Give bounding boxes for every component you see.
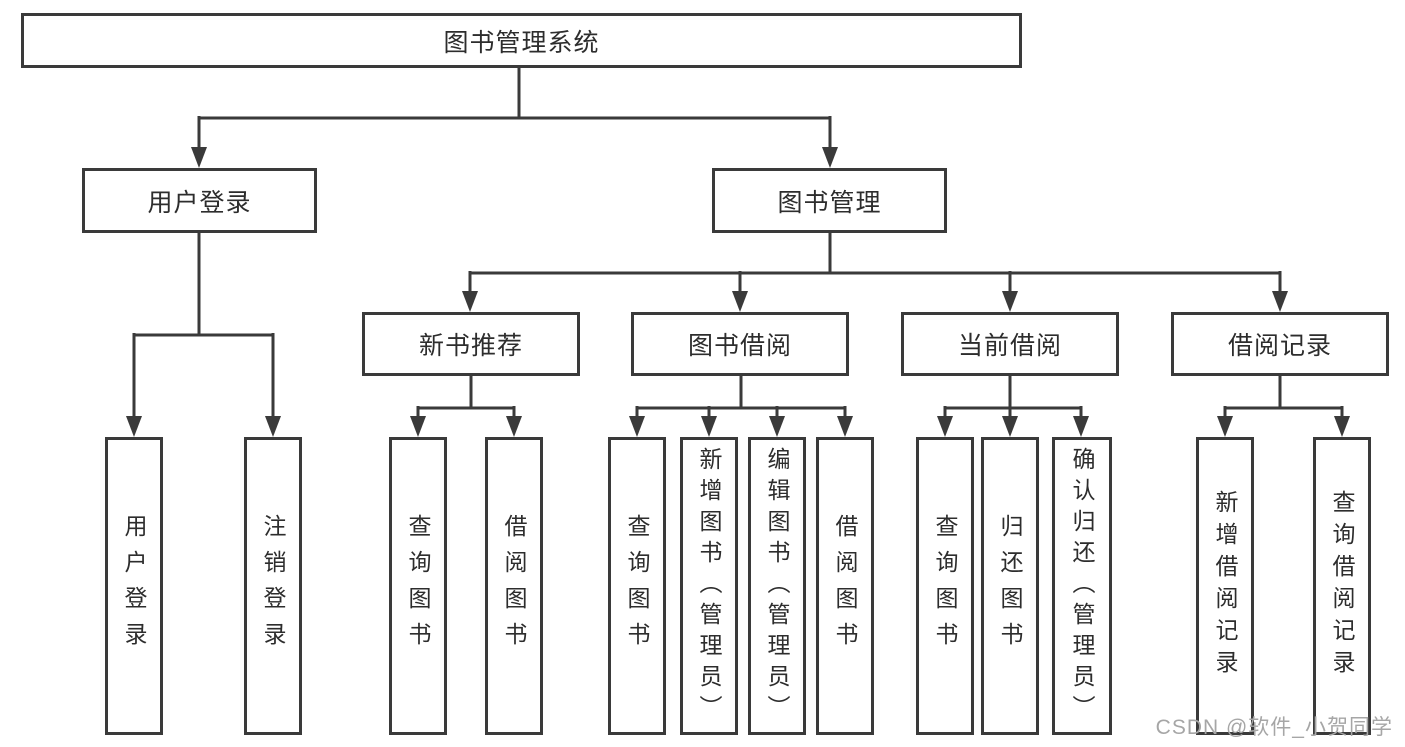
connector-new-book	[416, 374, 516, 417]
node-book-management: 图书管理	[712, 168, 947, 233]
node-book-borrow-label: 图书借阅	[687, 332, 792, 360]
arrowheads	[126, 147, 1350, 437]
connector-book-borrow	[635, 374, 847, 417]
leaf-query-books-current-label: 查询图书	[932, 514, 958, 658]
node-book-borrow: 图书借阅	[631, 312, 849, 376]
csdn-watermark: CSDN @软件_小贺同学	[1155, 716, 1393, 739]
leaf-query-books-borrow: 查询图书	[608, 437, 666, 735]
node-current-borrow: 当前借阅	[901, 312, 1119, 376]
node-user-login-label: 用户登录	[147, 188, 252, 217]
node-current-borrow-label: 当前借阅	[957, 332, 1062, 360]
connector-current-borrow	[943, 374, 1083, 417]
leaf-query-books-newbook: 查询图书	[389, 437, 447, 735]
leaf-user-login-label: 用户登录	[121, 514, 147, 658]
connector-borrow-records	[1223, 374, 1344, 417]
leaf-add-books-admin: 新增图书（管理员）	[680, 437, 738, 735]
leaf-query-books-newbook-label: 查询图书	[405, 514, 431, 658]
leaf-confirm-return-admin: 确认归还（管理员）	[1052, 437, 1112, 735]
node-new-book-recommend: 新书推荐	[362, 312, 580, 376]
leaf-borrow-books-borrow-label: 借阅图书	[832, 514, 858, 658]
leaf-return-books: 归还图书	[981, 437, 1039, 735]
leaf-query-books-current: 查询图书	[916, 437, 974, 735]
leaf-edit-books-admin: 编辑图书（管理员）	[748, 437, 806, 735]
node-user-login: 用户登录	[82, 168, 317, 233]
leaf-add-borrow-record: 新增借阅记录	[1196, 437, 1254, 735]
connector-root	[197, 66, 832, 147]
leaf-add-borrow-record-label: 新增借阅记录	[1212, 490, 1238, 682]
leaf-edit-books-admin-label: 编辑图书（管理员）	[764, 446, 790, 726]
leaf-query-books-borrow-label: 查询图书	[624, 514, 650, 658]
connector-user-login	[132, 231, 275, 417]
leaf-query-borrow-record: 查询借阅记录	[1313, 437, 1371, 735]
leaf-confirm-return-admin-label: 确认归还（管理员）	[1069, 446, 1095, 726]
node-book-management-label: 图书管理	[777, 188, 882, 217]
leaf-query-borrow-record-label: 查询借阅记录	[1329, 490, 1355, 682]
node-borrow-records-label: 借阅记录	[1227, 332, 1332, 360]
leaf-logout-login: 注销登录	[244, 437, 302, 735]
node-root: 图书管理系统	[21, 13, 1022, 68]
leaf-borrow-books-newbook-label: 借阅图书	[501, 514, 527, 658]
leaf-borrow-books-borrow: 借阅图书	[816, 437, 874, 735]
node-new-book-recommend-label: 新书推荐	[418, 332, 523, 360]
node-root-label: 图书管理系统	[443, 28, 600, 57]
connector-book-management	[468, 231, 1282, 292]
node-borrow-records: 借阅记录	[1171, 312, 1389, 376]
leaf-borrow-books-newbook: 借阅图书	[485, 437, 543, 735]
leaf-add-books-admin-label: 新增图书（管理员）	[696, 446, 722, 726]
leaf-user-login: 用户登录	[105, 437, 163, 735]
leaf-return-books-label: 归还图书	[997, 514, 1023, 658]
leaf-logout-login-label: 注销登录	[260, 514, 286, 658]
